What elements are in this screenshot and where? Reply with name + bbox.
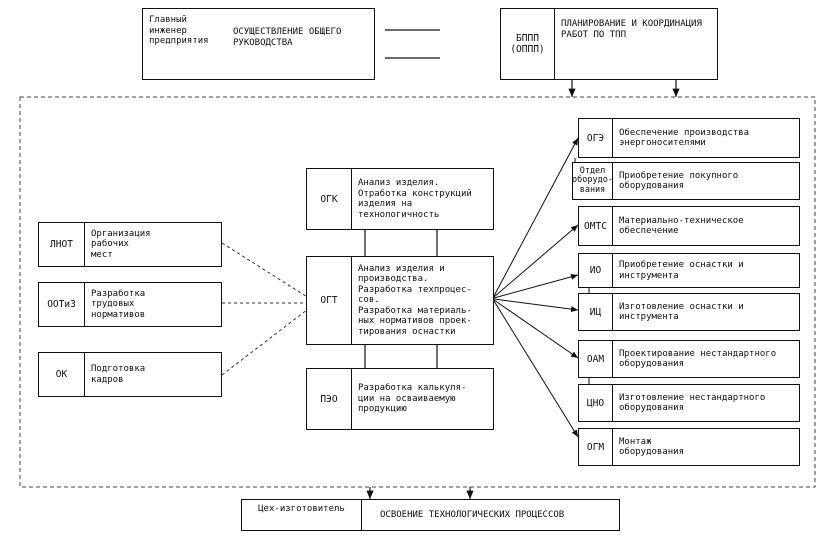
ic-box: ИЦ Изготовление оснастки и инструмента	[578, 293, 800, 331]
omts-code: ОМТС	[579, 207, 613, 245]
io-box: ИО Приобретение оснастки и инструмента	[578, 253, 800, 288]
ogt-box: ОГТ Анализ изделия и производства. Разра…	[306, 256, 494, 345]
oam-code: ОАМ	[579, 341, 613, 377]
tsno-box: ЦНО Изготовление нестандартного оборудов…	[578, 384, 800, 422]
tsno-desc: Изготовление нестандартного оборудования	[619, 392, 766, 414]
bppp-code: БППП (ОППП)	[501, 9, 555, 79]
io-desc: Приобретение оснастки и инструмента	[619, 260, 744, 281]
peo-code: ПЭО	[307, 369, 352, 429]
ogk-code: ОГК	[307, 169, 352, 229]
omts-desc: Материально-техническое обеспечение	[619, 215, 744, 237]
oge-box: ОГЭ Обеспечение производства энергоносит…	[578, 118, 800, 158]
bppp-box: БППП (ОППП) ПЛАНИРОВАНИЕ И КООРДИНАЦИЯ Р…	[500, 8, 718, 80]
chief-engineer-task: ОСУЩЕСТВЛЕНИЕ ОБЩЕГО РУКОВОДСТВА	[233, 27, 342, 48]
ootiz-code: ООТиЗ	[39, 283, 85, 326]
io-code: ИО	[579, 254, 613, 287]
ogt-code: ОГТ	[307, 257, 352, 344]
equipment-dept-desc: Приобретение покупного оборудования	[619, 170, 739, 192]
oge-desc: Обеспечение производства энергоносителям…	[619, 127, 750, 149]
equipment-dept-code: Отдел оборудо- вания	[572, 163, 613, 199]
peo-box: ПЭО Разработка калькуля- ции на осваивае…	[306, 368, 494, 430]
ogm-desc: Монтаж оборудования	[619, 436, 685, 458]
lnot-code: ЛНОТ	[39, 223, 85, 266]
lnot-box: ЛНОТ Организация рабочих мест	[38, 222, 222, 267]
workshop-task: ОСВОЕНИЕ ТЕХНОЛОГИЧЕСКИХ ПРОЦЕССОВ	[380, 509, 565, 520]
tsno-code: ЦНО	[579, 385, 613, 421]
bppp-task: ПЛАНИРОВАНИЕ И КООРДИНАЦИЯ РАБОТ ПО ТПП	[561, 19, 702, 40]
ok-desc: Подготовка кадров	[91, 364, 146, 385]
ogk-box: ОГК Анализ изделия. Отработка конструкци…	[306, 168, 494, 230]
omts-box: ОМТС Материально-техническое обеспечение	[578, 206, 800, 246]
oam-desc: Проектирование нестандартного оборудован…	[619, 348, 777, 370]
oam-box: ОАМ Проектирование нестандартного оборуд…	[578, 340, 800, 378]
equipment-dept-box: Отдел оборудо- вания Приобретение покупн…	[572, 162, 800, 200]
chief-engineer-role: Главный инженер предприятия	[149, 15, 209, 46]
ogt-desc: Анализ изделия и производства. Разработк…	[358, 263, 472, 337]
ic-desc: Изготовление оснастки и инструмента	[619, 301, 744, 323]
lnot-desc: Организация рабочих мест	[91, 228, 151, 260]
ootiz-desc: Разработка трудовых нормативов	[91, 288, 146, 320]
ok-code: ОК	[39, 353, 85, 396]
ogm-code: ОГМ	[579, 429, 613, 465]
ic-code: ИЦ	[579, 294, 613, 330]
ogm-box: ОГМ Монтаж оборудования	[578, 428, 800, 466]
workshop-box: Цех-изготовитель ОСВОЕНИЕ ТЕХНОЛОГИЧЕСКИ…	[241, 499, 620, 531]
ok-box: ОК Подготовка кадров	[38, 352, 222, 397]
chief-engineer-box: Главный инженер предприятия ОСУЩЕСТВЛЕНИ…	[142, 8, 375, 80]
ogk-desc: Анализ изделия. Отработка конструкций из…	[358, 178, 472, 220]
ootiz-box: ООТиЗ Разработка трудовых нормативов	[38, 282, 222, 327]
dashed-frame	[19, 96, 816, 488]
workshop-code: Цех-изготовитель	[242, 500, 362, 530]
peo-desc: Разработка калькуля- ции на осваиваемую …	[358, 383, 467, 415]
oge-code: ОГЭ	[579, 119, 613, 157]
